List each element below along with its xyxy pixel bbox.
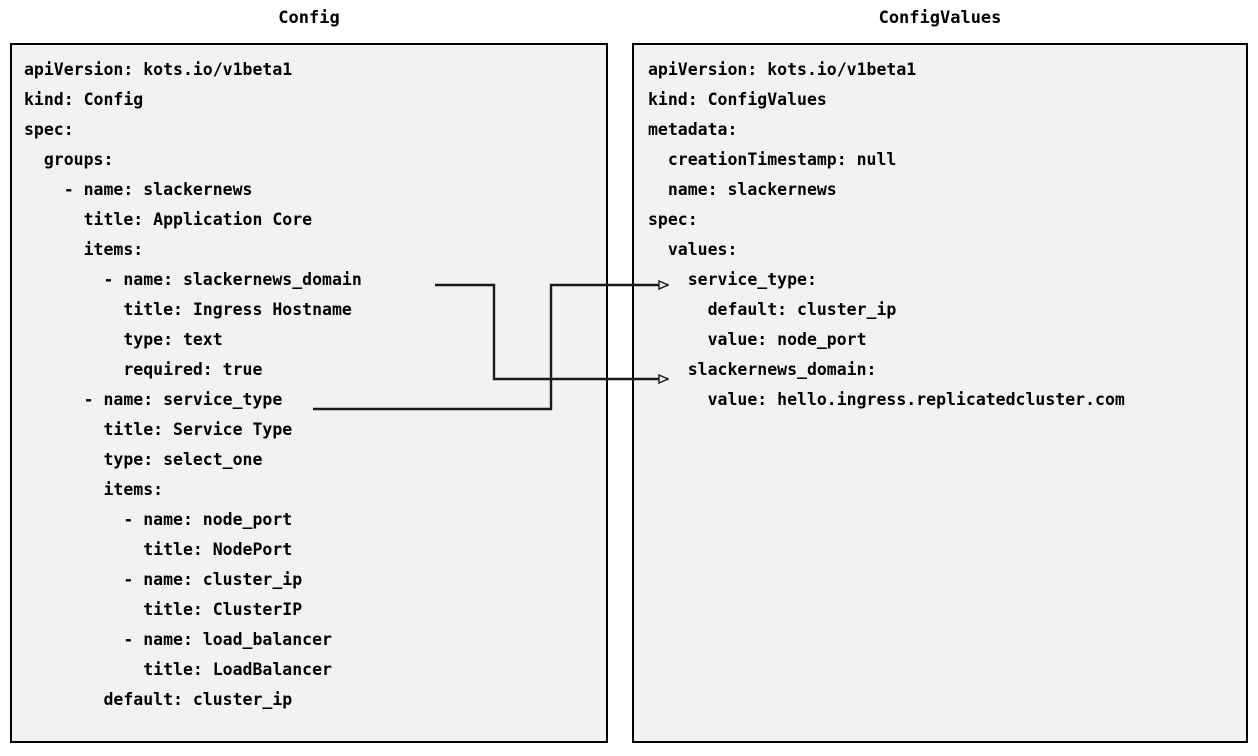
- config-yaml-line: - name: node_port: [24, 510, 293, 529]
- config-yaml-line: - name: load_balancer: [24, 630, 332, 649]
- configvalues-yaml-line: spec:: [648, 210, 698, 229]
- configvalues-yaml-line: name: slackernews: [648, 180, 837, 199]
- configvalues-yaml-line: creationTimestamp: null: [648, 150, 897, 169]
- config-yaml-line: title: Application Core: [24, 210, 313, 229]
- config-yaml-line: type: text: [24, 330, 223, 349]
- config-yaml-line: default: cluster_ip: [24, 690, 293, 709]
- config-yaml-line: - name: service_type: [24, 390, 283, 409]
- configvalues-yaml-line: kind: ConfigValues: [648, 90, 827, 109]
- configvalues-yaml-line: apiVersion: kots.io/v1beta1: [648, 60, 917, 79]
- configvalues-yaml-line: value: node_port: [648, 330, 867, 349]
- config-panel: apiVersion: kots.io/v1beta1 kind: Config s…: [10, 43, 608, 743]
- config-yaml-line: type: select_one: [24, 450, 263, 469]
- configvalues-yaml-line: service_type:: [648, 270, 817, 289]
- config-yaml-line: required: true: [24, 360, 263, 379]
- page-title-configvalues: ConfigValues: [878, 8, 1002, 28]
- config-yaml-line: title: Ingress Hostname: [24, 300, 352, 319]
- page-title-config: Config: [278, 8, 340, 28]
- configvalues-yaml-line: value: hello.ingress.replicatedcluster.c…: [648, 390, 1125, 409]
- config-yaml-line: title: LoadBalancer: [24, 660, 332, 679]
- config-yaml-line: spec:: [24, 120, 74, 139]
- config-yaml-line: kind: Config: [24, 90, 144, 109]
- configvalues-yaml-line: slackernews_domain:: [648, 360, 877, 379]
- config-yaml-line: items:: [24, 240, 144, 259]
- config-yaml-line: title: ClusterIP: [24, 600, 303, 619]
- config-yaml-line: groups:: [24, 150, 114, 169]
- config-yaml-line: - name: slackernews_domain: [24, 270, 362, 289]
- configvalues-panel: apiVersion: kots.io/v1beta1 kind: ConfigV…: [632, 43, 1248, 743]
- configvalues-yaml-block: apiVersion: kots.io/v1beta1 kind: ConfigV…: [634, 45, 1246, 741]
- config-yaml-line: title: NodePort: [24, 540, 293, 559]
- config-yaml-line: title: Service Type: [24, 420, 293, 439]
- configvalues-yaml-line: metadata:: [648, 120, 738, 139]
- config-yaml-line: apiVersion: kots.io/v1beta1: [24, 60, 293, 79]
- config-yaml-line: items:: [24, 480, 164, 499]
- config-yaml-line: - name: slackernews: [24, 180, 253, 199]
- config-yaml-line: - name: cluster_ip: [24, 570, 303, 589]
- config-yaml-block: apiVersion: kots.io/v1beta1 kind: Config s…: [12, 45, 606, 741]
- configvalues-yaml-line: values:: [648, 240, 738, 259]
- configvalues-yaml-line: default: cluster_ip: [648, 300, 897, 319]
